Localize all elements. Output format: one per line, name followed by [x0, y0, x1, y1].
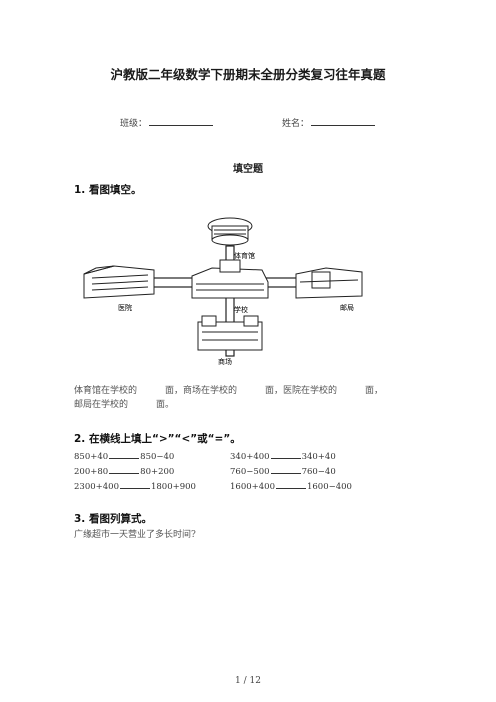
- q3-heading: 3. 看图列算式。: [74, 513, 152, 525]
- hospital-building: [83, 265, 155, 299]
- map-label-gym: 体育馆: [234, 251, 255, 260]
- q1-line-2: 邮局在学校的面。: [74, 400, 175, 410]
- q3-text: 广缘超市一天营业了多长时间?: [74, 530, 196, 540]
- answer-blank[interactable]: [119, 480, 150, 489]
- gym-building: [207, 217, 253, 246]
- answer-blank[interactable]: [109, 450, 140, 459]
- map-label-mall: 商场: [218, 357, 232, 366]
- map-label-post: 邮局: [340, 303, 354, 312]
- answer-blank[interactable]: [275, 480, 306, 489]
- page-number: 1 / 12: [235, 676, 261, 686]
- q1-heading: 1. 看图填空。: [74, 184, 142, 196]
- name-blank: [311, 117, 376, 126]
- class-blank: [149, 117, 214, 126]
- answer-blank[interactable]: [109, 465, 140, 474]
- document-title: 沪教版二年级数学下册期末全册分类复习往年真题: [110, 67, 386, 82]
- post-office-building: [295, 267, 363, 299]
- direction-map: 体育馆 医院 学校 邮局 商场: [83, 217, 363, 366]
- q1-text: 体育馆在学校的面，商场在学校的面，医院在学校的面， 邮局在学校的面。: [74, 384, 434, 412]
- q1-line-1: 体育馆在学校的面，商场在学校的面，医院在学校的面，: [74, 386, 384, 396]
- mall-building: [197, 315, 263, 351]
- school-building: [191, 259, 269, 299]
- map-label-school: 学校: [234, 305, 248, 314]
- answer-blank[interactable]: [270, 450, 301, 459]
- class-label: 班级：: [120, 119, 148, 129]
- class-field: 班级：: [120, 116, 214, 129]
- section-title: 填空题: [233, 164, 263, 175]
- name-label: 姓名：: [282, 119, 310, 129]
- q2-heading: 2. 在横线上填上“>”“<”或“=”。: [74, 433, 241, 445]
- map-label-hospital: 医院: [118, 303, 132, 312]
- answer-blank[interactable]: [270, 465, 301, 474]
- road-vertical: [225, 245, 235, 357]
- name-field: 姓名：: [282, 116, 376, 129]
